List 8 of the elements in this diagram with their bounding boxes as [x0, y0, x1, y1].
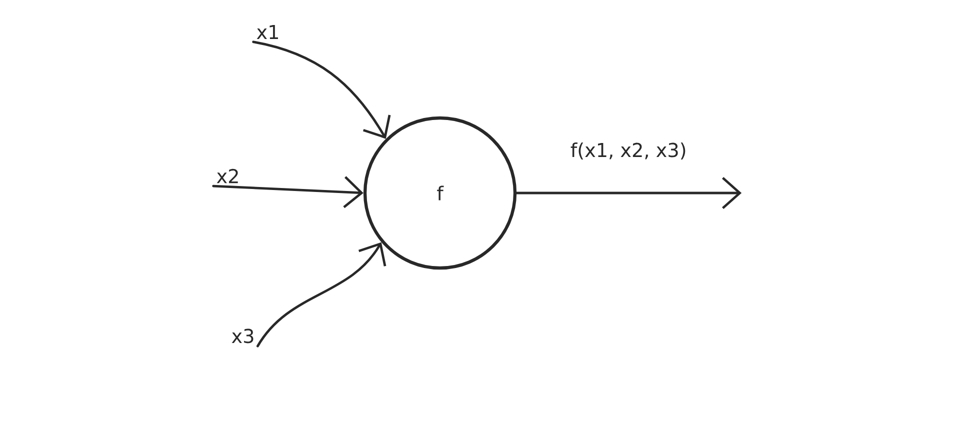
- input-label: x2: [216, 168, 238, 184]
- arrow: [212, 176, 364, 208]
- edge-label: f(x1, x2, x3): [569, 141, 688, 161]
- input-label: x3: [232, 328, 254, 344]
- arrow: [252, 40, 391, 139]
- input-label: x1: [256, 25, 278, 39]
- arrow: [256, 242, 386, 348]
- arrow: [515, 176, 742, 209]
